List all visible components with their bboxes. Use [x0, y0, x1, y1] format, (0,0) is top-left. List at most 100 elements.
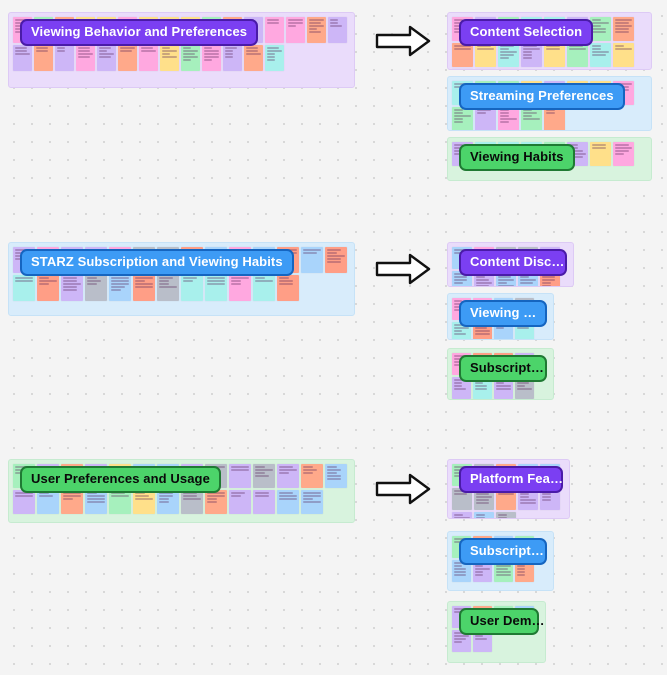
note-text-lines: [591, 45, 610, 56]
sticky-note[interactable]: [229, 464, 251, 488]
sticky-note[interactable]: [590, 142, 611, 166]
sticky-note[interactable]: [157, 275, 179, 301]
sticky-note[interactable]: [205, 490, 227, 514]
cluster-label[interactable]: User Preferences and Usage: [20, 466, 221, 493]
sticky-note[interactable]: [13, 45, 32, 71]
note-text-lines: [453, 379, 470, 390]
note-text-lines: [14, 492, 34, 497]
sticky-note[interactable]: [181, 490, 203, 514]
sticky-note[interactable]: [202, 45, 221, 71]
sticky-note[interactable]: [496, 512, 516, 518]
cluster-label[interactable]: Viewing Habits: [459, 144, 575, 171]
sticky-note[interactable]: [265, 17, 284, 43]
sticky-note[interactable]: [277, 464, 299, 488]
sticky-note[interactable]: [76, 45, 95, 71]
sticky-note[interactable]: [205, 275, 227, 301]
sticky-note[interactable]: [474, 488, 494, 510]
cluster-label[interactable]: Content Disc…: [459, 249, 567, 276]
cluster-label[interactable]: STARZ Subscription and Viewing Habits: [20, 249, 294, 276]
sticky-note[interactable]: [475, 107, 496, 130]
sticky-note[interactable]: [34, 45, 53, 71]
sticky-note[interactable]: [265, 45, 284, 71]
sticky-note[interactable]: [567, 43, 588, 67]
note-text-lines: [266, 19, 283, 24]
cluster-label[interactable]: Subscript…: [459, 538, 547, 565]
sticky-note[interactable]: [301, 490, 323, 514]
sticky-note[interactable]: [229, 275, 251, 301]
cluster-label[interactable]: Streaming Preferences: [459, 83, 625, 110]
sticky-note[interactable]: [307, 17, 326, 43]
sticky-note[interactable]: [590, 43, 611, 67]
sticky-note[interactable]: [475, 69, 496, 70]
cluster-label[interactable]: Viewing Behavior and Preferences: [20, 19, 259, 46]
sticky-note[interactable]: [474, 512, 494, 518]
sticky-note[interactable]: [109, 490, 131, 514]
sticky-note[interactable]: [37, 275, 59, 301]
sticky-note[interactable]: [475, 43, 496, 67]
sticky-note[interactable]: [521, 43, 542, 67]
sticky-note[interactable]: [590, 17, 611, 41]
sticky-note[interactable]: [37, 490, 59, 514]
sticky-note[interactable]: [277, 275, 299, 301]
sticky-note[interactable]: [325, 247, 347, 273]
sticky-note[interactable]: [181, 275, 203, 301]
sticky-note[interactable]: [452, 69, 473, 70]
sticky-note[interactable]: [452, 377, 471, 399]
sticky-note[interactable]: [160, 45, 179, 71]
sticky-note[interactable]: [452, 43, 473, 67]
sticky-note[interactable]: [544, 107, 565, 130]
sticky-note[interactable]: [277, 490, 299, 514]
sticky-note[interactable]: [613, 142, 634, 166]
sticky-note[interactable]: [181, 45, 200, 71]
sticky-note[interactable]: [544, 43, 565, 67]
sticky-note[interactable]: [452, 512, 472, 518]
sticky-note[interactable]: [85, 490, 107, 514]
sticky-note[interactable]: [253, 490, 275, 514]
sticky-note[interactable]: [452, 107, 473, 130]
sticky-note[interactable]: [253, 275, 275, 301]
sticky-note[interactable]: [13, 275, 35, 301]
sticky-note[interactable]: [301, 464, 323, 488]
sticky-note[interactable]: [118, 45, 137, 71]
sticky-note[interactable]: [328, 17, 347, 43]
sticky-note[interactable]: [452, 560, 471, 582]
sticky-note[interactable]: [613, 17, 634, 41]
sticky-note[interactable]: [133, 490, 155, 514]
sticky-note[interactable]: [223, 45, 242, 71]
sticky-note[interactable]: [139, 45, 158, 71]
note-text-lines: [254, 466, 274, 477]
note-text-lines: [614, 19, 633, 33]
sticky-note[interactable]: [55, 45, 74, 71]
cluster-label[interactable]: Subscript…: [459, 355, 547, 382]
sticky-note[interactable]: [109, 275, 131, 301]
sticky-note[interactable]: [61, 275, 83, 301]
note-text-lines: [38, 492, 58, 497]
note-text-lines: [302, 492, 322, 503]
note-text-lines: [14, 47, 31, 55]
cluster-label[interactable]: Content Selection: [459, 19, 594, 46]
cluster-label[interactable]: Platform Fea…: [459, 466, 563, 493]
cluster-label[interactable]: Viewing …: [459, 300, 547, 327]
sticky-note[interactable]: [13, 490, 35, 514]
sticky-note[interactable]: [244, 45, 263, 71]
sticky-note[interactable]: [521, 107, 542, 130]
sticky-note[interactable]: [253, 464, 275, 488]
note-text-lines: [224, 47, 241, 58]
sticky-note[interactable]: [157, 490, 179, 514]
sticky-note[interactable]: [498, 69, 519, 70]
sticky-note[interactable]: [286, 17, 305, 43]
cluster-label[interactable]: User Dem…: [459, 608, 545, 635]
note-text-lines: [254, 277, 274, 282]
sticky-note[interactable]: [325, 464, 347, 488]
sticky-note[interactable]: [133, 275, 155, 301]
sticky-note[interactable]: [85, 275, 107, 301]
note-text-lines: [499, 109, 518, 123]
sticky-note[interactable]: [498, 43, 519, 67]
sticky-note[interactable]: [613, 43, 634, 67]
sticky-note[interactable]: [229, 490, 251, 514]
sticky-note[interactable]: [498, 107, 519, 130]
sticky-note[interactable]: [301, 247, 323, 273]
sticky-note[interactable]: [61, 490, 83, 514]
sticky-note[interactable]: [97, 45, 116, 71]
